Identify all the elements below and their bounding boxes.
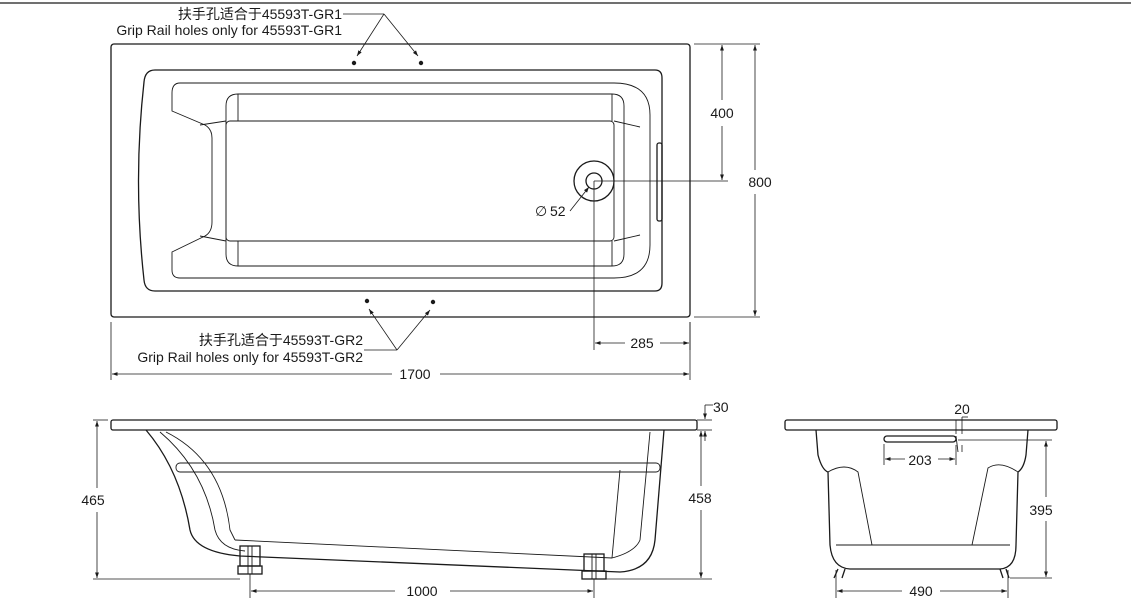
end-dimensions bbox=[835, 416, 1052, 598]
plan-armrest-outline bbox=[171, 82, 651, 279]
grip-hole-top-1 bbox=[351, 60, 357, 66]
side-view bbox=[110, 419, 698, 580]
side-inner-back bbox=[159, 431, 246, 552]
end-inner-right bbox=[971, 464, 1019, 546]
grip-top-label-en: Grip Rail holes only for 45593T-GR1 bbox=[116, 22, 342, 38]
plan-ledge bbox=[225, 93, 625, 267]
dim-rim-30: 30 bbox=[713, 399, 729, 415]
end-view bbox=[784, 419, 1058, 579]
grip-top-label-cn: 扶手孔适合于45593T-GR1 bbox=[178, 6, 342, 22]
plan-view bbox=[110, 43, 691, 318]
dim-base-490: 490 bbox=[909, 583, 933, 599]
dim-depth-458: 458 bbox=[688, 490, 712, 506]
dim-overflow-203: 203 bbox=[908, 452, 932, 468]
grip-bottom-label-cn: 扶手孔适合于45593T-GR2 bbox=[199, 332, 363, 348]
end-overflow-bar bbox=[883, 435, 957, 443]
dim-height-465: 465 bbox=[81, 492, 105, 508]
plan-inner-basin bbox=[137, 69, 663, 292]
side-headrest bbox=[165, 431, 236, 541]
grip-hole-top-2 bbox=[418, 60, 424, 66]
dim-half-width-400: 400 bbox=[710, 105, 734, 121]
dim-drain-offset-285: 285 bbox=[630, 335, 654, 351]
grip-rail-leaders bbox=[343, 13, 431, 351]
dim-width-800: 800 bbox=[748, 174, 772, 190]
plan-outer-rim bbox=[110, 43, 691, 318]
dim-end-rim-20: 20 bbox=[954, 401, 970, 417]
dim-length-1700: 1700 bbox=[399, 366, 430, 382]
grip-hole-bottom-2 bbox=[430, 299, 436, 305]
end-inner-left bbox=[827, 466, 873, 546]
side-body bbox=[145, 429, 665, 573]
plan-dimensions bbox=[110, 43, 760, 380]
grip-hole-bottom-1 bbox=[364, 298, 370, 304]
side-ledge bbox=[175, 462, 661, 473]
grip-bottom-label-en: Grip Rail holes only for 45593T-GR2 bbox=[137, 349, 363, 365]
end-body bbox=[815, 429, 1029, 570]
side-dimensions bbox=[93, 404, 713, 598]
side-rim bbox=[110, 419, 698, 431]
dim-drain-diameter-52: 52 bbox=[550, 203, 566, 219]
plan-overflow-slot bbox=[656, 142, 663, 222]
dim-feet-1000: 1000 bbox=[406, 583, 437, 599]
plan-bottom-flat bbox=[225, 120, 615, 242]
dim-drain-diameter-symbol: ∅ bbox=[535, 203, 547, 219]
dim-end-height-395: 395 bbox=[1029, 502, 1053, 518]
end-rim bbox=[784, 419, 1058, 431]
